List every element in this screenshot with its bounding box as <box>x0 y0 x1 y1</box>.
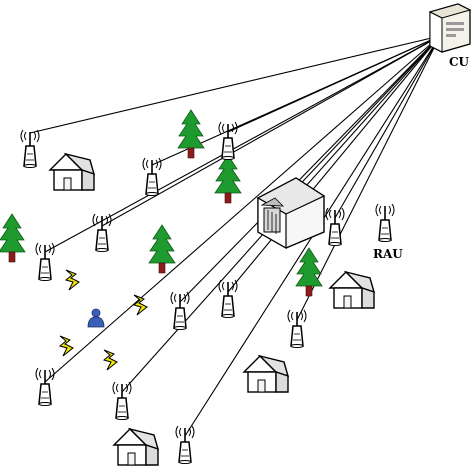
van-icon <box>256 177 326 250</box>
antenna-icon <box>175 425 195 465</box>
lightning-icon <box>59 335 74 357</box>
antenna-icon <box>20 129 40 169</box>
antenna-icon <box>112 381 132 421</box>
house-icon <box>243 355 289 393</box>
lightning-icon <box>103 349 118 371</box>
lightning-icon <box>65 269 80 291</box>
antenna-icon <box>35 367 55 407</box>
antenna-icon <box>375 203 395 243</box>
fronthaul-links <box>29 35 441 437</box>
antenna-icon <box>92 213 112 253</box>
lightning-icon <box>133 294 148 316</box>
rau-label: RAU <box>373 247 403 261</box>
tree-icon <box>0 213 26 263</box>
tree-icon <box>177 109 205 159</box>
tree-icon <box>214 154 242 204</box>
server-icon <box>428 3 472 53</box>
tree-icon <box>148 224 176 274</box>
antenna-icon <box>218 279 238 319</box>
house-icon <box>113 428 159 466</box>
house-icon <box>49 153 95 191</box>
user-icon <box>87 308 105 328</box>
antenna-icon <box>325 207 345 247</box>
antenna-icon <box>170 291 190 331</box>
antenna-icon <box>287 309 307 349</box>
cu-label: CU <box>449 55 470 69</box>
antenna-icon <box>142 157 162 197</box>
house-icon <box>329 271 375 309</box>
